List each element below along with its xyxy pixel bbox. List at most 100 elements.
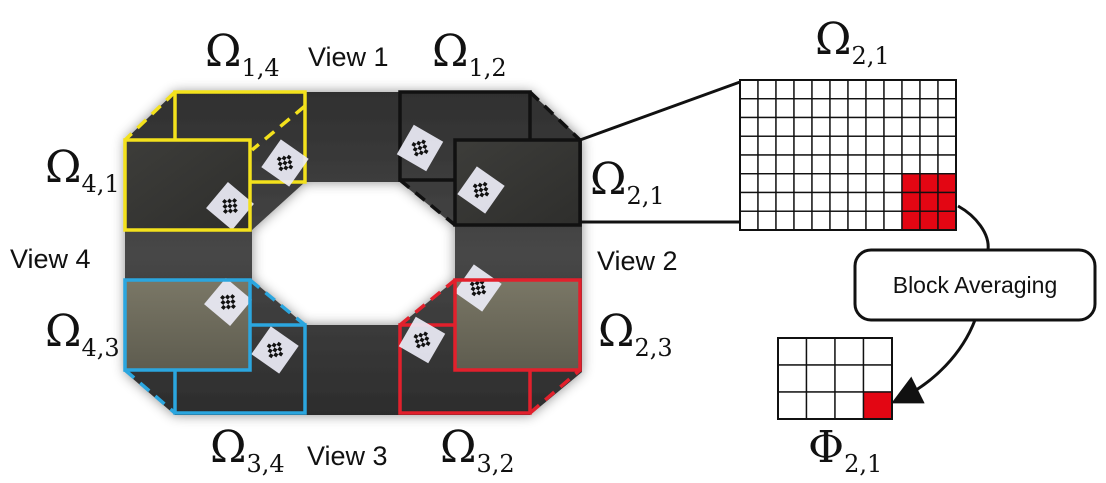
grid-cell bbox=[847, 135, 867, 156]
highlighted-grid-cell bbox=[901, 210, 921, 231]
averaged-grid bbox=[777, 337, 893, 420]
grid-cell bbox=[919, 79, 939, 100]
grid-cell bbox=[793, 173, 813, 194]
zoom-connector-line bbox=[579, 80, 741, 142]
grid-cell bbox=[847, 79, 867, 100]
grid-cell bbox=[739, 154, 759, 175]
grid-cell bbox=[865, 135, 885, 156]
view-1-label: View 1 bbox=[308, 42, 389, 72]
grid-border bbox=[777, 337, 893, 420]
grid-cell bbox=[739, 191, 759, 212]
label-symbol: Φ bbox=[808, 422, 844, 473]
label-symbol: Ω bbox=[590, 154, 626, 205]
label-symbol: Ω bbox=[598, 306, 634, 357]
grid-cell bbox=[865, 173, 885, 194]
label-subscript: 1,2 bbox=[468, 54, 506, 82]
grid-cell bbox=[901, 154, 921, 175]
grid-cell bbox=[739, 116, 759, 137]
grid-cell bbox=[775, 98, 795, 119]
highlighted-grid-cell bbox=[919, 173, 939, 194]
label-subscript: 1,4 bbox=[241, 54, 279, 82]
grid-cell bbox=[834, 364, 865, 393]
grid-cell bbox=[883, 173, 903, 194]
grid-cell bbox=[883, 79, 903, 100]
label-subscript: 4,3 bbox=[81, 334, 119, 362]
grid-cell bbox=[865, 154, 885, 175]
region-label-omega-2-3: Ω2,3 bbox=[598, 306, 673, 362]
region-label-omega-3-2: Ω3,2 bbox=[440, 422, 515, 478]
label-subscript: 2,3 bbox=[634, 334, 672, 362]
grid-cell bbox=[793, 98, 813, 119]
yellow-box-front bbox=[123, 138, 252, 232]
grid-cell bbox=[865, 79, 885, 100]
grid-cell bbox=[901, 135, 921, 156]
grid-cell bbox=[811, 173, 831, 194]
region-label-omega-3-4: Ω3,4 bbox=[210, 422, 285, 478]
grid-cell bbox=[883, 210, 903, 231]
grid-cell bbox=[757, 79, 777, 100]
grid-cell bbox=[811, 79, 831, 100]
grid-cell bbox=[757, 154, 777, 175]
blue-dashed-edge bbox=[123, 368, 177, 415]
grid-cell bbox=[862, 337, 893, 366]
pixel-grid bbox=[739, 79, 957, 231]
grid-cell bbox=[775, 191, 795, 212]
grid-cell bbox=[811, 98, 831, 119]
blue-dashed-edge bbox=[248, 278, 307, 327]
grid-cell bbox=[847, 191, 867, 212]
grid-cell bbox=[883, 116, 903, 137]
grid-cell bbox=[919, 116, 939, 137]
grid-cell bbox=[829, 116, 849, 137]
grid-cell bbox=[847, 154, 867, 175]
grid-cell bbox=[834, 391, 865, 420]
label-symbol: Ω bbox=[432, 26, 468, 77]
grid-cell bbox=[919, 135, 939, 156]
grid-cell bbox=[757, 191, 777, 212]
grid-cell bbox=[775, 116, 795, 137]
grid-cell bbox=[883, 191, 903, 212]
grid-cell bbox=[757, 173, 777, 194]
black-box-front bbox=[453, 138, 582, 227]
grid-cell bbox=[834, 337, 865, 366]
view-3-label: View 3 bbox=[307, 441, 388, 471]
grid-cell bbox=[937, 116, 957, 137]
grid-cell bbox=[901, 98, 921, 119]
result-panel-title: Φ2,1 bbox=[808, 422, 882, 478]
grid-cell bbox=[775, 154, 795, 175]
highlighted-grid-cell bbox=[862, 391, 893, 420]
yellow-dashed-edge bbox=[123, 90, 177, 142]
grid-cell bbox=[811, 154, 831, 175]
label-subscript: 2,1 bbox=[844, 450, 882, 478]
grid-cell bbox=[775, 135, 795, 156]
grid-cell bbox=[937, 135, 957, 156]
grid-cell bbox=[739, 135, 759, 156]
grid-cell bbox=[793, 135, 813, 156]
grid-cell bbox=[937, 79, 957, 100]
region-label-omega-4-3: Ω4,3 bbox=[45, 306, 120, 362]
grid-cell bbox=[847, 98, 867, 119]
grid-cell bbox=[739, 79, 759, 100]
region-label-omega-1-2: Ω1,2 bbox=[432, 26, 507, 82]
flow-curve bbox=[957, 204, 990, 251]
grid-cell bbox=[739, 173, 759, 194]
grid-cell bbox=[937, 154, 957, 175]
label-subscript: 2,1 bbox=[851, 42, 889, 70]
grid-cell bbox=[865, 210, 885, 231]
label-symbol: Ω bbox=[45, 306, 81, 357]
region-label-omega-4-1: Ω4,1 bbox=[45, 142, 120, 198]
highlighted-grid-cell bbox=[901, 173, 921, 194]
highlighted-grid-cell bbox=[937, 191, 957, 212]
label-symbol: Ω bbox=[210, 422, 246, 473]
label-symbol: Ω bbox=[815, 14, 851, 65]
red-dashed-edge bbox=[398, 278, 457, 327]
grid-cell bbox=[757, 135, 777, 156]
highlighted-grid-cell bbox=[919, 210, 939, 231]
grid-cell bbox=[919, 154, 939, 175]
grid-cell bbox=[793, 79, 813, 100]
grid-cell bbox=[901, 79, 921, 100]
grid-cell bbox=[829, 191, 849, 212]
grid-cell bbox=[829, 154, 849, 175]
grid-cell bbox=[883, 135, 903, 156]
highlighted-grid-cell bbox=[937, 210, 957, 231]
